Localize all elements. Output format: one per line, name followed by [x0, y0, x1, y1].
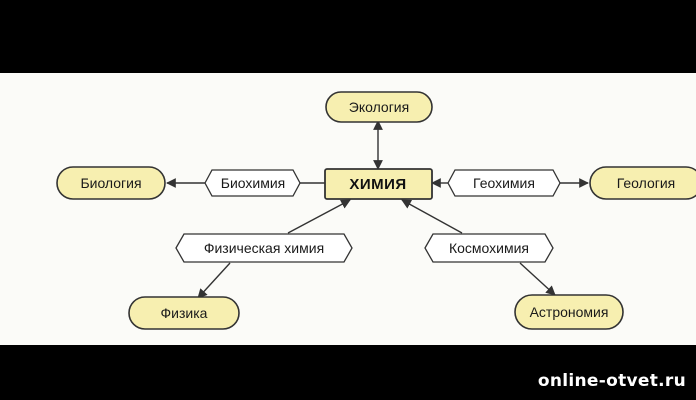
arrow-cosmochem-center [401, 199, 463, 234]
node-center: ХИМИЯ [324, 168, 433, 200]
tag-biochemistry-label: Биохимия [221, 175, 285, 191]
node-ecology-label: Экология [349, 99, 409, 115]
tag-physical-chemistry: Физическая химия [175, 233, 353, 263]
node-biology-label: Биология [80, 175, 141, 191]
arrow-to-astronomy [519, 262, 556, 296]
tag-geochemistry: Геохимия [447, 169, 561, 197]
tag-cosmochemistry-label: Космохимия [449, 240, 529, 256]
node-physics-label: Физика [161, 305, 208, 321]
chemistry-diagram: Экология Биология Геология Физика Астрон… [56, 91, 696, 330]
diagram-panel: Экология Биология Геология Физика Астрон… [0, 73, 696, 345]
node-geology: Геология [589, 166, 696, 200]
node-astronomy-label: Астрономия [530, 304, 609, 320]
node-physics: Физика [128, 296, 240, 330]
node-biology: Биология [56, 166, 166, 200]
node-geology-label: Геология [617, 175, 676, 191]
tag-biochemistry: Биохимия [204, 169, 301, 197]
tag-cosmochemistry: Космохимия [424, 233, 554, 263]
tag-physical-chemistry-label: Физическая химия [204, 240, 324, 256]
arrow-physchem-center [287, 199, 351, 234]
node-astronomy: Астрономия [514, 294, 624, 330]
watermark-text: online-otvet.ru [537, 371, 686, 391]
node-center-label: ХИМИЯ [349, 176, 406, 193]
arrow-to-physics [197, 262, 231, 299]
node-ecology: Экология [325, 91, 433, 123]
tag-geochemistry-label: Геохимия [473, 175, 535, 191]
